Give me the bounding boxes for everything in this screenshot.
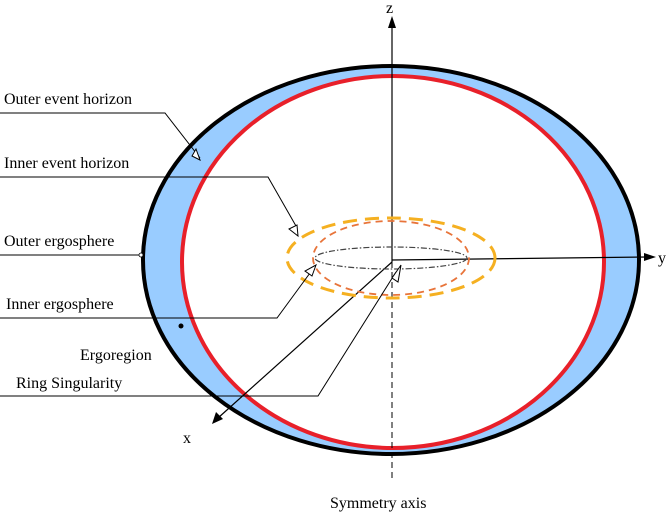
- ring-singularity-pointer: [391, 264, 402, 283]
- outer-event-horizon-pointer: [191, 147, 201, 162]
- z-axis-label: z: [386, 0, 393, 17]
- x-axis: [217, 261, 393, 419]
- inner-event-horizon-pointer: [288, 224, 299, 238]
- outer-event-horizon: [180, 74, 606, 450]
- symmetry-axis-label: Symmetry axis: [330, 495, 426, 512]
- inner-ergosphere-label: Inner ergosphere: [6, 296, 114, 313]
- z-axis-arrow: [388, 16, 396, 28]
- ring-singularity-ring: [314, 246, 468, 270]
- ergoregion-pointer-dot: [178, 323, 184, 329]
- ergoregion-label: Ergoregion: [80, 347, 152, 364]
- outer-ergosphere-pointer: [138, 252, 144, 258]
- inner-event-horizon-leader: [0, 176, 297, 227]
- inner-event-horizon-label: Inner event horizon: [4, 155, 129, 172]
- y-axis-label: y: [658, 250, 666, 267]
- x-axis-arrow: [212, 412, 223, 424]
- inner-ergosphere-leader: [0, 272, 311, 319]
- y-axis: [391, 256, 649, 261]
- x-axis-label: x: [183, 430, 191, 447]
- y-axis-arrow: [644, 253, 656, 261]
- outer-event-horizon-label: Outer event horizon: [4, 91, 132, 108]
- inner-ergosphere-pointer: [304, 263, 317, 277]
- inner-event-horizon-ring: [312, 220, 470, 296]
- outer-event-horizon-leader: [0, 112, 201, 159]
- outer-ergosphere-label: Outer ergosphere: [4, 233, 114, 250]
- ring-singularity-leader: [0, 271, 397, 397]
- inner-ergosphere-ring: [285, 216, 497, 300]
- ring-singularity-label: Ring Singularity: [16, 375, 122, 392]
